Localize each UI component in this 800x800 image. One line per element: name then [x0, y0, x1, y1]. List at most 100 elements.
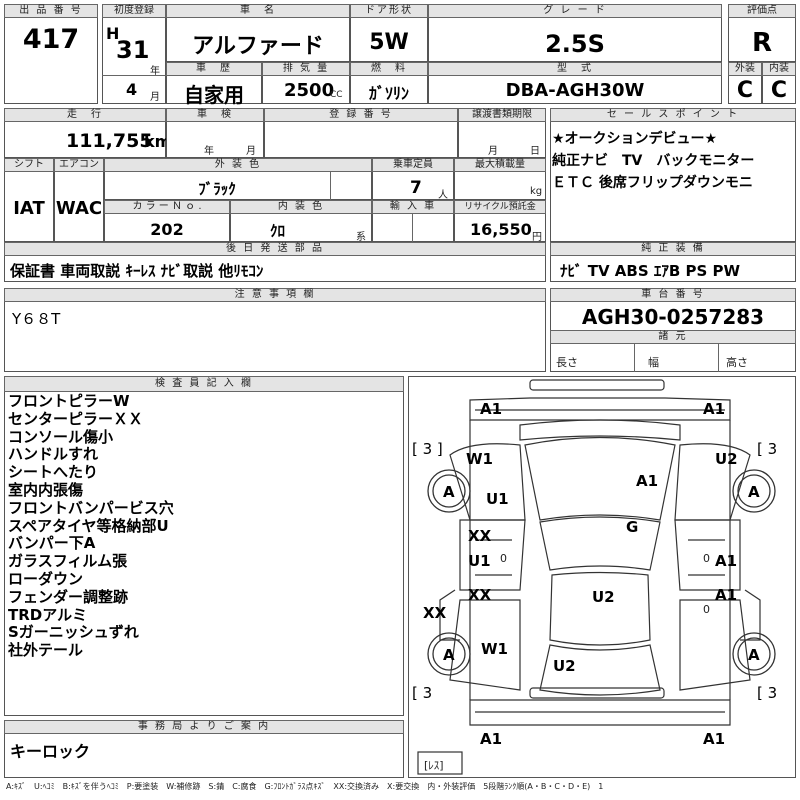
first-reg-cell: [102, 4, 166, 104]
capacity-unit: 人: [438, 190, 448, 201]
mark-right-a1-1: A1: [715, 552, 738, 570]
mark-sub-right-2: 0: [703, 603, 710, 616]
mileage: 111,755: [66, 130, 153, 152]
model: DBA-AGH30W: [505, 80, 645, 101]
mark-front-right-u2: U2: [715, 450, 738, 468]
spare-tire-note: [ﾚｽ]: [424, 759, 444, 772]
inspector-line: ハンドルすれ: [8, 445, 99, 464]
sales-line: ＥＴＣ 後席フリップダウンモニ: [552, 175, 753, 191]
mark-tire-fl: A: [443, 483, 455, 501]
sales-line: ★オークションデビュー★: [552, 131, 718, 147]
displacement-label: 排 気 量: [262, 62, 350, 76]
regno-label: 登 録 番 号: [264, 108, 458, 122]
year-unit: 年: [150, 66, 160, 77]
import-label: 輸 入 車: [372, 200, 454, 214]
mark-rear-right-a1: A1: [703, 730, 726, 748]
mileage-label: 走 行: [4, 108, 166, 122]
office-text: キーロック: [10, 742, 91, 761]
transfer-month: 月: [488, 146, 498, 157]
mark-front-door-w1: W1: [466, 450, 493, 468]
inspector-line: 室内内張傷: [8, 480, 84, 499]
recycle-label: リサイクル預託金: [454, 200, 546, 214]
shift: IAT: [13, 198, 45, 219]
mark-front-left-a1: A1: [480, 400, 503, 418]
capacity-label: 乗車定員: [372, 158, 454, 172]
shift-cell: [4, 158, 54, 242]
mark-sub-right-1: 0: [703, 552, 710, 565]
model-label: 型 式: [428, 62, 722, 76]
inspector-line: スペアタイヤ等格納部U: [8, 516, 169, 535]
history-label: 車 歴: [166, 62, 262, 76]
mark-left-u1: U1: [486, 490, 509, 508]
mark-roof-u2: U2: [592, 588, 615, 606]
mark-left-u1-2: U1: [468, 552, 491, 570]
color: ﾌﾞﾗｯｸ: [198, 180, 236, 198]
colorno: 202: [150, 220, 184, 239]
cc-unit: CC: [330, 90, 343, 100]
mark-left-xx-1: XX: [468, 527, 492, 545]
inspector-line: フロントピラーW: [8, 392, 130, 410]
inspector-line: ガラスフィルム張: [8, 552, 128, 571]
intcolor-unit: 系: [356, 232, 366, 243]
mark-rear-left-a1: A1: [480, 730, 503, 748]
shift-label: シフト: [4, 158, 54, 172]
legend: A:ｷｽﾞ U:ﾍｺﾐ B:ｷｽﾞを伴うﾍｺﾐ P:要塗装 W:補修跡 S:錆 …: [6, 782, 604, 791]
transfer-label: 譲渡書類期限: [458, 108, 546, 122]
month-unit: 月: [150, 92, 160, 103]
door-type: 5W: [369, 30, 409, 55]
sales-line: 純正ナビ TV バックモニター: [552, 153, 755, 169]
ac: WAC: [55, 198, 103, 219]
load-label: 最大積載量: [454, 158, 546, 172]
car-name: アルファード: [192, 34, 324, 59]
history: 自家用: [184, 83, 244, 107]
intcolor-label: 内 装 色: [230, 200, 372, 214]
capacity: 7: [410, 178, 422, 198]
length-label: 長さ: [556, 356, 578, 369]
genuine-label: 純 正 装 備: [550, 242, 796, 256]
sendlater-label: 後 日 発 送 部 品: [4, 242, 546, 256]
fuel: ｶﾞｿﾘﾝ: [368, 84, 409, 103]
inspector-line: 社外テール: [8, 641, 84, 660]
mark-tire-fr: A: [748, 483, 760, 501]
spec-label: 諸 元: [550, 330, 796, 344]
mark-tire-rl: A: [443, 646, 455, 664]
transfer-day: 日: [530, 146, 540, 157]
interior-label: 内装: [762, 62, 796, 76]
score: R: [751, 28, 773, 58]
recycle-unit: 円: [532, 232, 542, 243]
inspection-year: 年: [204, 146, 214, 157]
inspector-line: センターピラーＸＸ: [8, 409, 144, 428]
mark-side-xx: XX: [423, 604, 447, 622]
lot-label: 出 品 番 号: [4, 4, 98, 18]
mark-windshield-g: G: [626, 518, 639, 536]
genuine: ﾅﾋﾞ TV ABS ｴｱB PS PW: [560, 262, 741, 280]
office-label: 事 務 局 よ り ご 案 内: [4, 720, 404, 734]
notes-cell: [4, 288, 546, 372]
mark-rear-u2: U2: [553, 657, 576, 675]
load-unit: kg: [530, 186, 543, 197]
color-label: 外 装 色: [104, 158, 372, 172]
inspector-line: バンパー下A: [8, 534, 96, 553]
recycle: 16,550: [470, 220, 532, 239]
chassis-number: AGH30-0257283: [581, 305, 765, 329]
lot-number: 417: [22, 24, 80, 55]
inspector-line: シートへたり: [8, 463, 99, 482]
notes-label: 注 意 事 項 欄: [4, 288, 546, 302]
intcolor: ｸﾛ: [270, 222, 286, 240]
inspection-month: 月: [246, 146, 256, 157]
reg-month: 4: [126, 80, 138, 99]
ac-label: エアコン: [54, 158, 104, 172]
tread-front-left: [ 3 ]: [412, 440, 443, 458]
reg-year: 31: [116, 36, 150, 64]
inspector-line: TRDアルミ: [8, 605, 88, 624]
inspector-label: 検 査 員 記 入 欄: [4, 376, 404, 392]
tread-rear-left: [ 3: [412, 684, 433, 702]
inspector-line: コンソール傷小: [8, 427, 114, 446]
mark-tire-rr: A: [748, 646, 760, 664]
car-diagram: [408, 376, 796, 778]
interior-grade: C: [770, 78, 788, 103]
inspector-line: Sガーニッシュずれ: [8, 623, 139, 642]
mark-sub-left: 0: [500, 552, 507, 565]
sendlater: 保証書 車両取説 ｷｰﾚｽ ﾅﾋﾞ取説 他ﾘﾓｺﾝ: [10, 262, 264, 280]
tread-front-right: [ 3: [757, 440, 778, 458]
